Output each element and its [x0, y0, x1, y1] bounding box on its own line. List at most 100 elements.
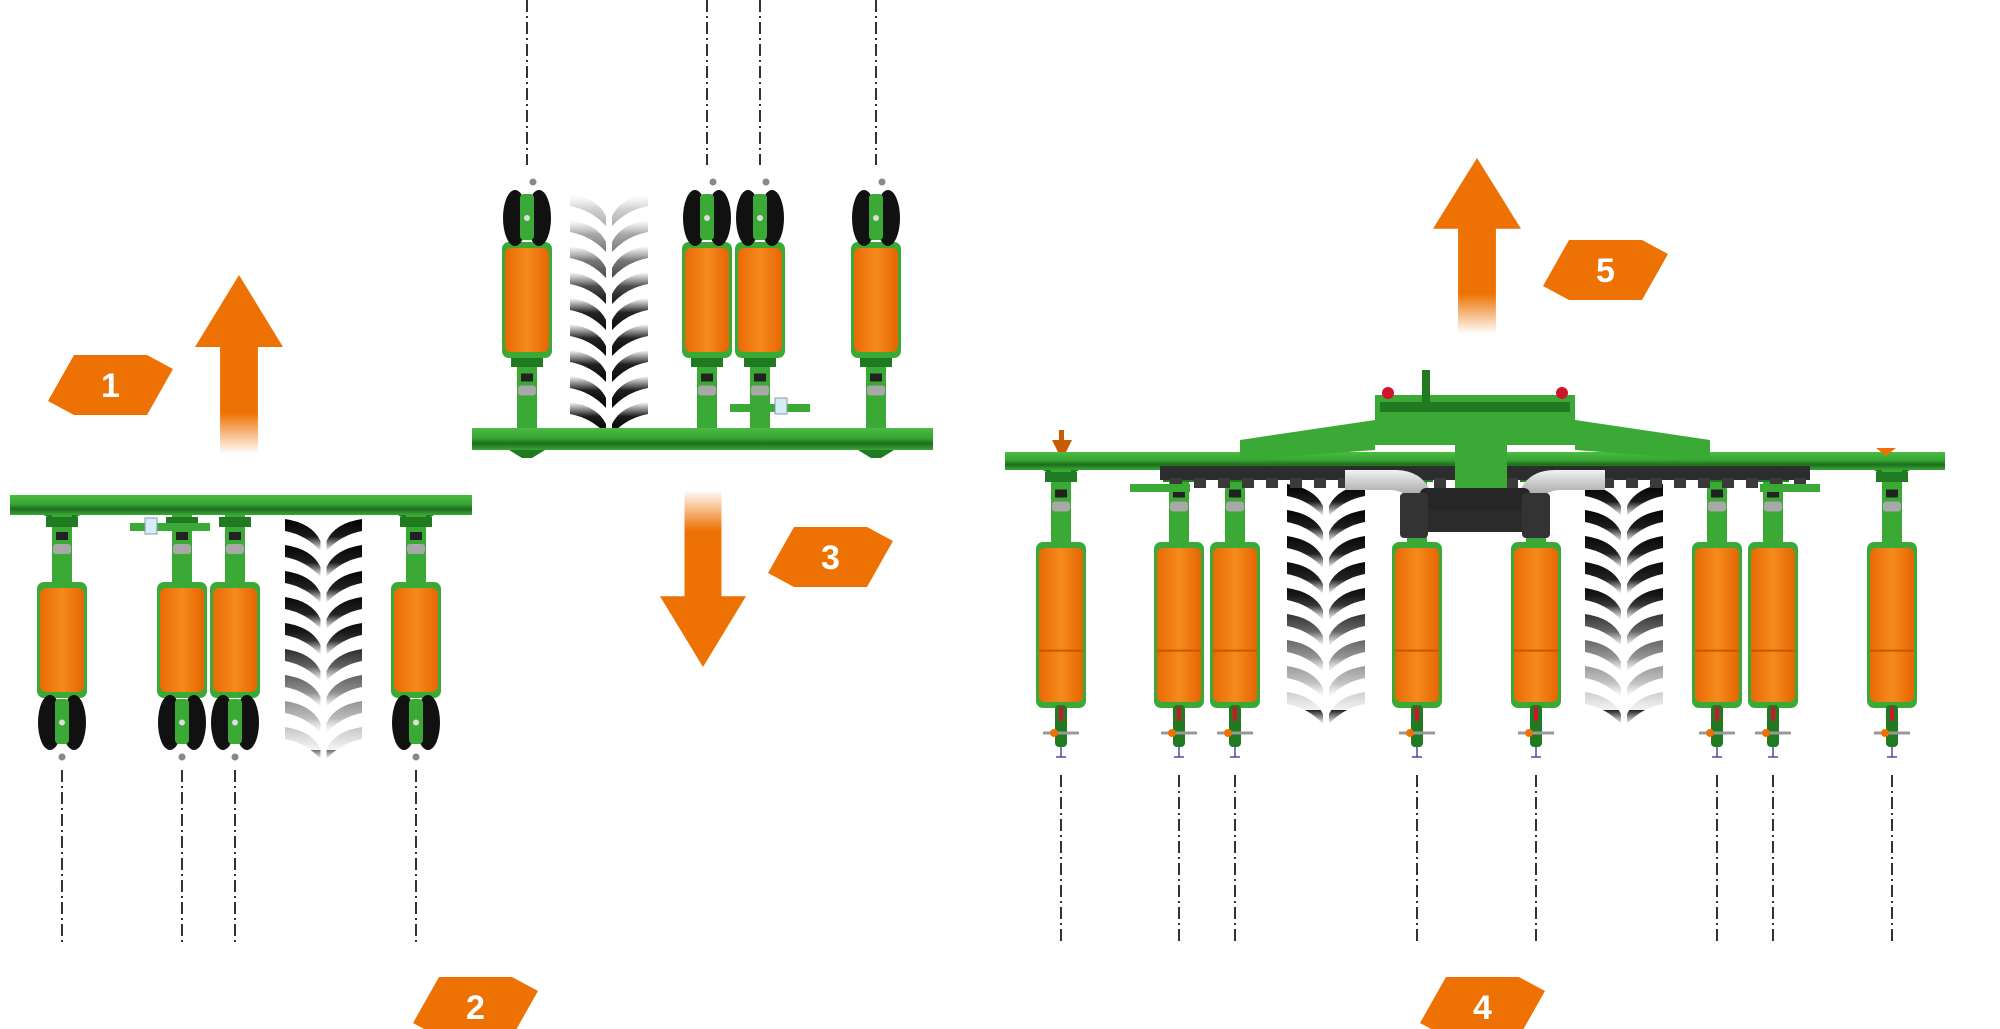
marker-knob — [1224, 729, 1232, 737]
label-badge-shape — [48, 355, 173, 415]
tire-fade — [283, 515, 364, 750]
seed-hopper — [854, 248, 898, 352]
row-unit — [1692, 470, 1742, 758]
metering-unit — [867, 385, 885, 396]
drive-motor — [870, 373, 882, 382]
drive-motor — [176, 532, 188, 540]
hose-red — [1059, 707, 1063, 721]
manifold-outlet — [1242, 478, 1254, 488]
arrow-3-down-icon — [660, 490, 746, 667]
metering-unit — [1708, 501, 1726, 512]
row-unit — [1154, 470, 1204, 758]
hose-red — [1715, 707, 1719, 721]
wing-arm-right — [1575, 420, 1710, 460]
closing-arm — [1229, 705, 1241, 747]
metering-unit — [173, 544, 191, 554]
wheel-hub — [232, 719, 238, 726]
label-number: 1 — [101, 367, 120, 405]
hose-red — [1177, 707, 1181, 721]
linkage-bracket — [46, 517, 78, 527]
scraper-knob — [709, 178, 717, 186]
chassis-underside — [1428, 510, 1522, 532]
row-unit — [37, 515, 87, 761]
tire-track — [568, 190, 650, 434]
arrow-5-up-icon — [1433, 158, 1521, 334]
tire-fade — [568, 190, 650, 425]
row-unit — [1867, 470, 1917, 758]
drive-motor — [1173, 489, 1185, 498]
wheel-hub — [524, 215, 530, 221]
drive-motor — [410, 532, 422, 540]
label-badge-shape — [413, 977, 538, 1029]
seed-hopper — [394, 588, 438, 692]
drive-motor — [1711, 489, 1723, 498]
seed-hopper — [685, 248, 729, 352]
closing-arm — [1055, 705, 1067, 747]
scraper-knob — [878, 178, 886, 186]
marker-mount-right — [1876, 448, 1896, 456]
scraper-knob — [178, 753, 186, 761]
drive-motor — [1055, 489, 1067, 498]
tank-saddle — [1420, 488, 1530, 516]
arrow-head — [1433, 158, 1521, 229]
label-badge-shape — [1543, 240, 1668, 300]
hose-red — [1534, 707, 1538, 721]
tail-light-left — [1382, 387, 1394, 399]
arrow-shaft — [1458, 227, 1496, 334]
label-number: 4 — [1473, 989, 1492, 1027]
manifold-outlet — [1770, 478, 1782, 488]
marker-mount-left — [1052, 440, 1072, 452]
drive-motor — [701, 373, 713, 382]
seed-hopper — [1751, 548, 1795, 702]
marker-knob — [1525, 729, 1533, 737]
seed-hopper — [160, 588, 204, 692]
drive-motor — [521, 373, 533, 382]
manifold-outlet — [1722, 478, 1734, 488]
scraper-knob — [231, 753, 239, 761]
drive-motor — [1886, 489, 1898, 498]
wheel-hub — [757, 215, 763, 221]
fertilizer-bar — [130, 523, 210, 531]
linkage-bracket — [860, 357, 892, 367]
linkage-bracket — [511, 357, 543, 367]
label-badge-shape — [1420, 977, 1545, 1029]
step-label-5: 5 — [1543, 240, 1668, 300]
linkage-bracket — [691, 357, 723, 367]
middle-frame — [472, 428, 933, 458]
metering-unit — [53, 544, 71, 554]
marker-knob — [1762, 729, 1770, 737]
step-label-1: 1 — [48, 355, 173, 415]
row-unit — [1748, 470, 1798, 758]
linkage-bracket — [400, 517, 432, 527]
tire-tracks — [283, 190, 1665, 759]
manifold-outlet — [1338, 478, 1350, 488]
manifold-outlet — [1170, 478, 1182, 488]
hitch-crossbar — [1380, 402, 1570, 412]
marker-knob — [1706, 729, 1714, 737]
side-bar-left — [1130, 484, 1190, 492]
row-centerlines — [61, 0, 1893, 945]
tire-track — [283, 515, 364, 759]
manifold-outlet — [1506, 478, 1518, 488]
wheel-hub — [413, 719, 419, 726]
marker-knob — [1406, 729, 1414, 737]
tire-track — [1583, 480, 1665, 724]
row-unit — [851, 178, 901, 428]
arrow-head — [195, 275, 283, 347]
marker-knob — [1050, 729, 1058, 737]
manifold-outlet — [1794, 478, 1806, 488]
seed-hopper — [1395, 548, 1439, 702]
machines — [10, 178, 1945, 761]
linkage-bracket — [1876, 472, 1908, 482]
row-unit — [210, 515, 260, 761]
wheel-hub — [59, 719, 65, 726]
seed-hopper — [1695, 548, 1739, 702]
closing-arm — [1886, 705, 1898, 747]
scraper-knob — [412, 753, 420, 761]
seed-hopper — [40, 588, 84, 692]
seed-hopper — [1870, 548, 1914, 702]
manifold-outlet — [1194, 478, 1206, 488]
row-unit — [1036, 470, 1086, 758]
label-number: 2 — [466, 989, 485, 1027]
